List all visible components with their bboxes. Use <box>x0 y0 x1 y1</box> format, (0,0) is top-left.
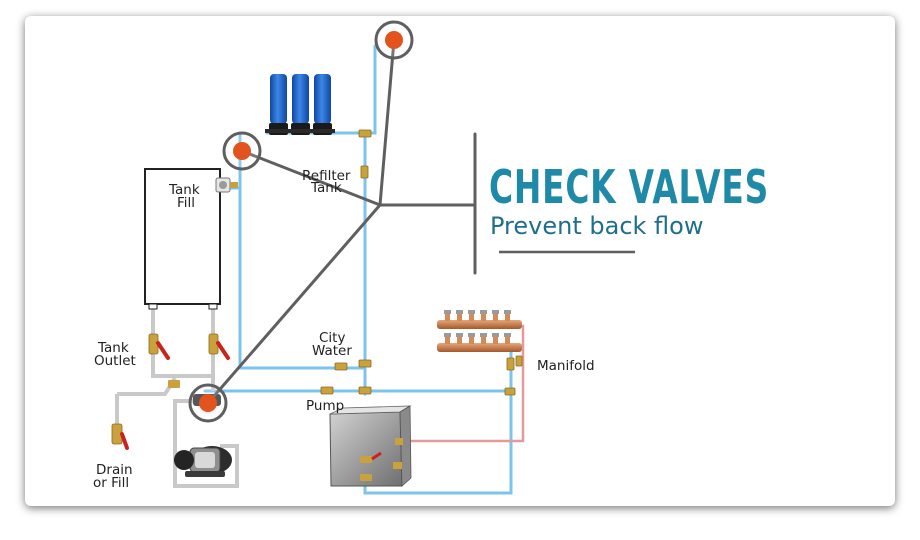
tank-fill-valve <box>215 177 238 193</box>
storage-tank <box>144 168 221 310</box>
filter-housings <box>265 74 335 135</box>
label-tank-fill-line2: Fill <box>177 195 195 211</box>
label-drain-line2: or Fill <box>93 475 129 491</box>
drain-valve <box>111 423 129 450</box>
callout-pointers <box>206 38 477 405</box>
label-drain-line1: Drain <box>96 462 133 478</box>
check-valve-marker-pump <box>188 383 228 423</box>
plumbing-diagram: Tank Fill Refilter Tank Tank Outlet City… <box>93 20 769 495</box>
label-city-water-line1: City <box>319 330 345 346</box>
label-refilter-line1: Refilter <box>302 168 351 184</box>
label-tank-outlet-line1: Tank <box>97 340 129 356</box>
slide-title: CHECK VALVES <box>489 160 769 214</box>
check-valve-marker-top <box>374 20 414 60</box>
check-valve-marker-tank-fill <box>222 131 262 171</box>
slide-subtitle: Prevent back flow <box>490 212 703 240</box>
label-city-water-line2: Water <box>312 343 352 359</box>
tank-outlet-valves <box>148 333 230 388</box>
water-heater <box>329 405 412 487</box>
label-refilter-line2: Tank <box>310 180 342 196</box>
label-manifold: Manifold <box>537 358 595 374</box>
diagram-slide: Tank Fill Refilter Tank Tank Outlet City… <box>25 16 895 506</box>
copper-manifolds <box>437 310 522 352</box>
label-tank-outlet-line2: Outlet <box>94 353 136 369</box>
label-tank-fill-line1: Tank <box>168 182 200 198</box>
brass-fittings <box>320 129 523 396</box>
label-pump: Pump <box>306 398 344 414</box>
